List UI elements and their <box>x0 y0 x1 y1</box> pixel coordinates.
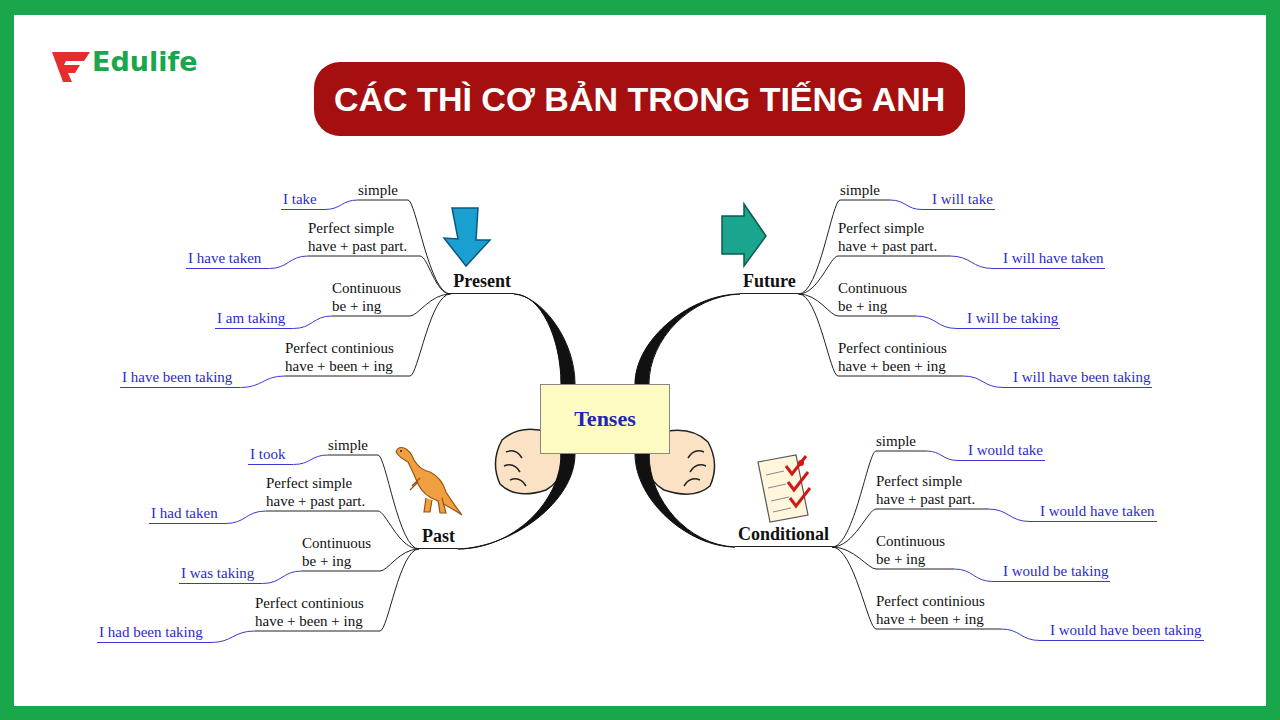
tense-formula: Continuous be + ing <box>838 279 916 315</box>
tense-formula: simple <box>328 436 378 454</box>
tense-group: Conditional <box>738 524 829 545</box>
branch-connector <box>410 294 450 316</box>
example-sentence: I took <box>248 445 293 465</box>
tense-formula: Perfect continious have + been + ing <box>838 339 963 375</box>
branch-connector <box>378 455 419 549</box>
tense-formula: Perfect continious have + been + ing <box>255 594 380 630</box>
branch-heading: Past <box>419 526 458 549</box>
tense-formula: Perfect simple have + past part. <box>876 472 988 508</box>
branch-connector <box>420 256 450 294</box>
tense-formula: simple <box>358 181 408 199</box>
branch-connector <box>799 200 840 294</box>
branch-connector <box>635 294 740 384</box>
example-sentence: I will take <box>922 190 995 210</box>
tense-branch: Continuous be + ing I will be taking <box>838 279 1060 329</box>
checklist <box>758 455 810 522</box>
tense-formula: Continuous be + ing <box>302 534 380 570</box>
branch-connector <box>380 549 419 631</box>
branch-connector <box>832 451 876 547</box>
branch-connector <box>458 454 575 549</box>
tense-branch: Perfect simple have + past part. I have t… <box>186 219 420 269</box>
tense-formula: Perfect simple have + past part. <box>266 474 378 510</box>
tense-formula: simple <box>876 432 926 450</box>
dinosaur <box>396 448 462 516</box>
tense-branch: Perfect simple have + past part. I will h… <box>838 219 1105 269</box>
tense-formula: Perfect simple have + past part. <box>838 219 950 255</box>
branch-connector <box>799 256 838 294</box>
center-card: Tenses <box>540 384 670 454</box>
branch-connector <box>635 454 735 547</box>
tense-formula: Perfect continious have + been + ing <box>876 592 1001 628</box>
tense-formula: Continuous be + ing <box>876 532 954 568</box>
future-arrow <box>722 204 766 266</box>
tense-branch: simple I took <box>248 436 378 465</box>
branch-connector <box>832 547 876 569</box>
tense-branch: simple I take <box>281 181 408 210</box>
branch-connector <box>832 509 876 547</box>
tense-branch: Continuous be + ing I would be taking <box>876 532 1110 582</box>
title-banner: CÁC THÌ CƠ BẢN TRONG TIẾNG ANH <box>314 62 965 136</box>
example-sentence: I had taken <box>149 504 226 524</box>
tense-branch: Perfect continious have + been + ing I wo… <box>876 592 1204 641</box>
branch-heading: Future <box>740 271 799 294</box>
example-sentence: I will have been taking <box>1003 368 1152 388</box>
branch-connector <box>799 294 838 376</box>
branch-heading: Present <box>450 271 514 294</box>
example-sentence: I have been taking <box>120 368 240 388</box>
tense-branch: Perfect continious have + been + ing I wi… <box>838 339 1152 388</box>
branch-connector <box>408 200 450 294</box>
example-sentence: I would be taking <box>993 562 1110 582</box>
tense-branch: Perfect simple have + past part. I had ta… <box>149 474 378 524</box>
tense-branch: simple I will take <box>840 181 995 210</box>
logo-icon <box>52 52 90 82</box>
example-sentence: I will have taken <box>993 249 1105 269</box>
tense-formula: Perfect simple have + past part. <box>308 219 420 255</box>
tense-branch: simple I would take <box>876 432 1045 461</box>
tense-formula: Continuous be + ing <box>332 279 410 315</box>
example-sentence: I had been taking <box>97 623 211 643</box>
tense-branch: Perfect continious have + been + ing I ha… <box>120 339 410 388</box>
tense-group: Future <box>743 271 796 292</box>
tense-group: Present <box>453 271 511 292</box>
example-sentence: I would take <box>958 441 1045 461</box>
branch-heading: Conditional <box>735 524 832 547</box>
brand-logo-text: Edulife <box>92 46 198 77</box>
example-sentence: I would have been taking <box>1040 621 1204 641</box>
tense-group: Past <box>422 526 455 547</box>
example-sentence: I have taken <box>186 249 269 269</box>
tense-branch: Continuous be + ing I am taking <box>215 279 410 329</box>
branch-connector <box>832 547 876 629</box>
example-sentence: I was taking <box>179 564 262 584</box>
tense-branch: Continuous be + ing I was taking <box>179 534 380 584</box>
branch-connector <box>380 549 419 571</box>
branch-connector <box>514 294 575 384</box>
tense-branch: Perfect continious have + been + ing I ha… <box>97 594 380 643</box>
example-sentence: I am taking <box>215 309 293 329</box>
example-sentence: I will be taking <box>957 309 1060 329</box>
example-sentence: I take <box>281 190 325 210</box>
branch-connector <box>799 294 838 316</box>
branch-connector <box>378 511 419 549</box>
tense-formula: simple <box>840 181 890 199</box>
branch-connector <box>410 294 450 376</box>
center-title: Tenses <box>574 406 636 432</box>
present-arrow <box>444 208 490 266</box>
tense-formula: Perfect continious have + been + ing <box>285 339 410 375</box>
example-sentence: I would have taken <box>1030 502 1157 522</box>
tense-branch: Perfect simple have + past part. I would … <box>876 472 1157 522</box>
